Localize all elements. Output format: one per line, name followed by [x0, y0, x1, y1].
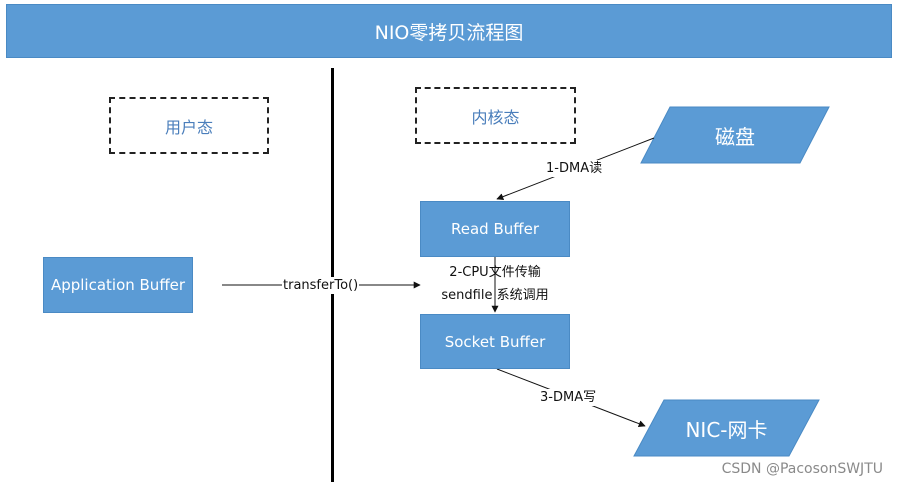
disk-label: 磁盘 — [715, 124, 755, 149]
kernel-space-region: 内核态 — [415, 87, 576, 144]
nic-shape — [633, 399, 820, 457]
dma-read-label: 1-DMA读 — [545, 160, 604, 177]
socket-buffer-label: Socket Buffer — [444, 332, 546, 351]
transfer-to-label: transferTo() — [282, 277, 360, 294]
csdn-watermark: CSDN @PacosonSWJTU — [721, 461, 883, 477]
dma-write-label: 3-DMA写 — [539, 389, 598, 406]
nic-node: NIC-网卡 — [634, 400, 819, 456]
user-space-label: 用户态 — [164, 117, 213, 137]
kernel-space-label: 内核态 — [471, 107, 520, 127]
socket-buffer-node: Socket Buffer — [420, 314, 570, 369]
user-kernel-divider — [331, 68, 334, 482]
disk-node: 磁盘 — [641, 107, 829, 163]
read-buffer-node: Read Buffer — [420, 201, 570, 257]
application-buffer-node: Application Buffer — [43, 257, 193, 313]
cpu-copy-label-line1: 2-CPU文件传输 — [449, 265, 541, 280]
disk-shape — [640, 106, 830, 164]
read-buffer-label: Read Buffer — [451, 220, 539, 238]
nic-label: NIC-网卡 — [685, 417, 768, 442]
user-space-region: 用户态 — [109, 97, 269, 154]
cpu-copy-label-line2: sendfile 系统调用 — [441, 288, 549, 303]
diagram-title: NIO零拷贝流程图 — [6, 4, 892, 58]
application-buffer-label: Application Buffer — [50, 276, 186, 294]
